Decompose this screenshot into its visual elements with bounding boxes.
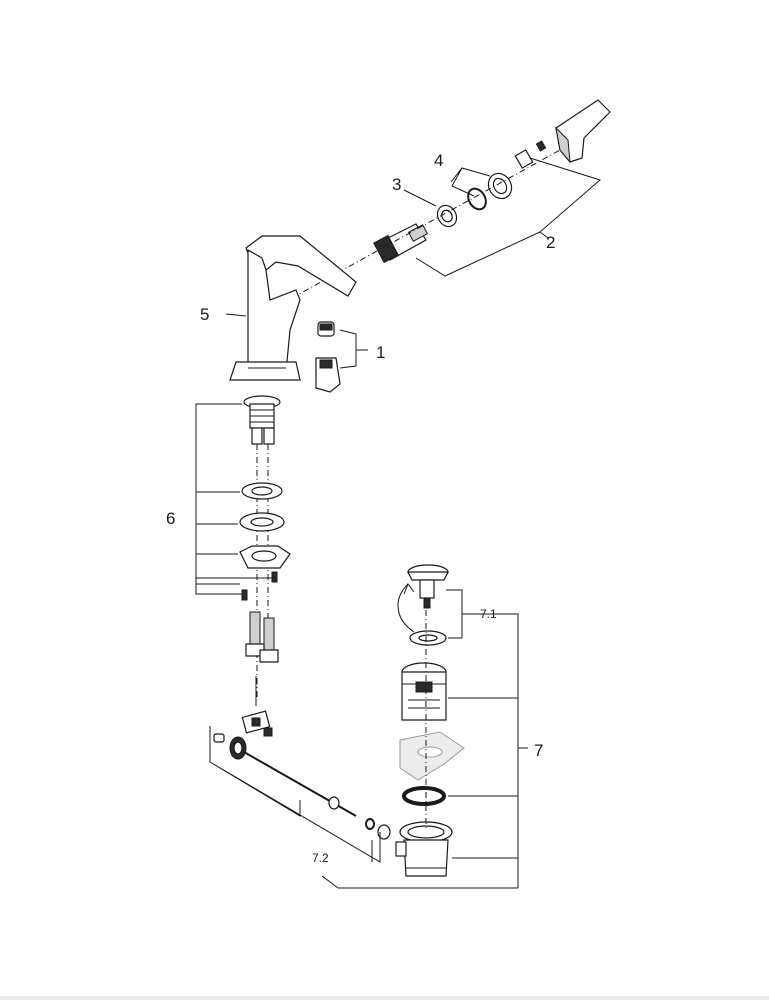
o-ring-4 [467, 187, 487, 211]
small-screws-72 [213, 727, 273, 743]
plug-seal [409, 630, 447, 646]
handle-lever [555, 99, 611, 164]
label-3: 3 [392, 175, 401, 194]
aerator-housing [315, 357, 341, 393]
rotate-arrow [397, 583, 415, 633]
label-7: 7 [534, 741, 543, 760]
body-thread [243, 395, 281, 445]
popup-plug [407, 564, 449, 609]
faucet-body [229, 235, 357, 381]
washer-metal [239, 512, 285, 532]
bracket-6 [195, 403, 272, 595]
pivot-nut [377, 824, 391, 840]
mounting-plate [239, 545, 291, 569]
ball-joint-nut [229, 736, 247, 760]
label-1: 1 [376, 343, 385, 362]
bottom-divider [0, 996, 769, 1000]
lever-5-pointer [225, 313, 247, 317]
label-5: 5 [200, 305, 209, 324]
bracket-4 [450, 167, 491, 197]
pivot-ball [328, 796, 340, 810]
adapter-part [514, 149, 534, 169]
drain-body-lower [395, 821, 453, 877]
label-2: 2 [546, 233, 555, 252]
cap-ring [487, 172, 513, 200]
label-6: 6 [166, 509, 175, 528]
washer-rubber [241, 482, 283, 500]
cartridge-nut [436, 204, 458, 228]
o-ring-drain [402, 786, 446, 806]
mounting-screws [241, 571, 278, 601]
aerator-insert [317, 321, 335, 337]
clamp-block [241, 710, 271, 734]
bracket-1 [339, 329, 368, 369]
drain-body-upper [401, 662, 447, 721]
bracket-72 [209, 726, 381, 863]
label-7-1: 7.1 [480, 607, 497, 621]
supply-hoses [245, 611, 279, 663]
cartridge [373, 223, 429, 264]
label-7-2: 7.2 [312, 851, 329, 865]
gasket-shaped [399, 731, 465, 781]
pivot-washer [365, 818, 375, 830]
handle-screw [535, 140, 547, 152]
bracket-71 [446, 589, 463, 639]
label-4: 4 [434, 151, 443, 170]
bracket-7 [448, 613, 528, 888]
